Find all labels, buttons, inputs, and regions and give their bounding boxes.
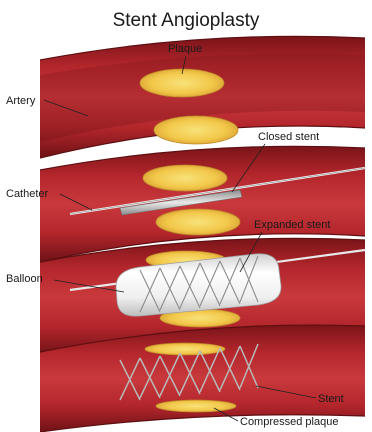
- label-balloon: Balloon: [6, 273, 43, 285]
- diagram-title: Stent Angioplasty: [113, 10, 260, 31]
- label-closed-stent: Closed stent: [258, 131, 319, 143]
- label-stent: Stent: [318, 393, 344, 405]
- plaque-bottom-1: [154, 116, 238, 144]
- label-artery: Artery: [6, 95, 36, 107]
- label-compressed-plaque: Compressed plaque: [240, 416, 338, 428]
- label-expanded-stent: Expanded stent: [254, 219, 330, 231]
- plaque-bottom-2: [156, 209, 240, 235]
- label-catheter: Catheter: [6, 188, 49, 200]
- plaque-top-4: [145, 343, 225, 355]
- compressed-plaque: [156, 400, 236, 412]
- plaque-top-2: [143, 165, 227, 191]
- label-plaque: Plaque: [168, 43, 202, 55]
